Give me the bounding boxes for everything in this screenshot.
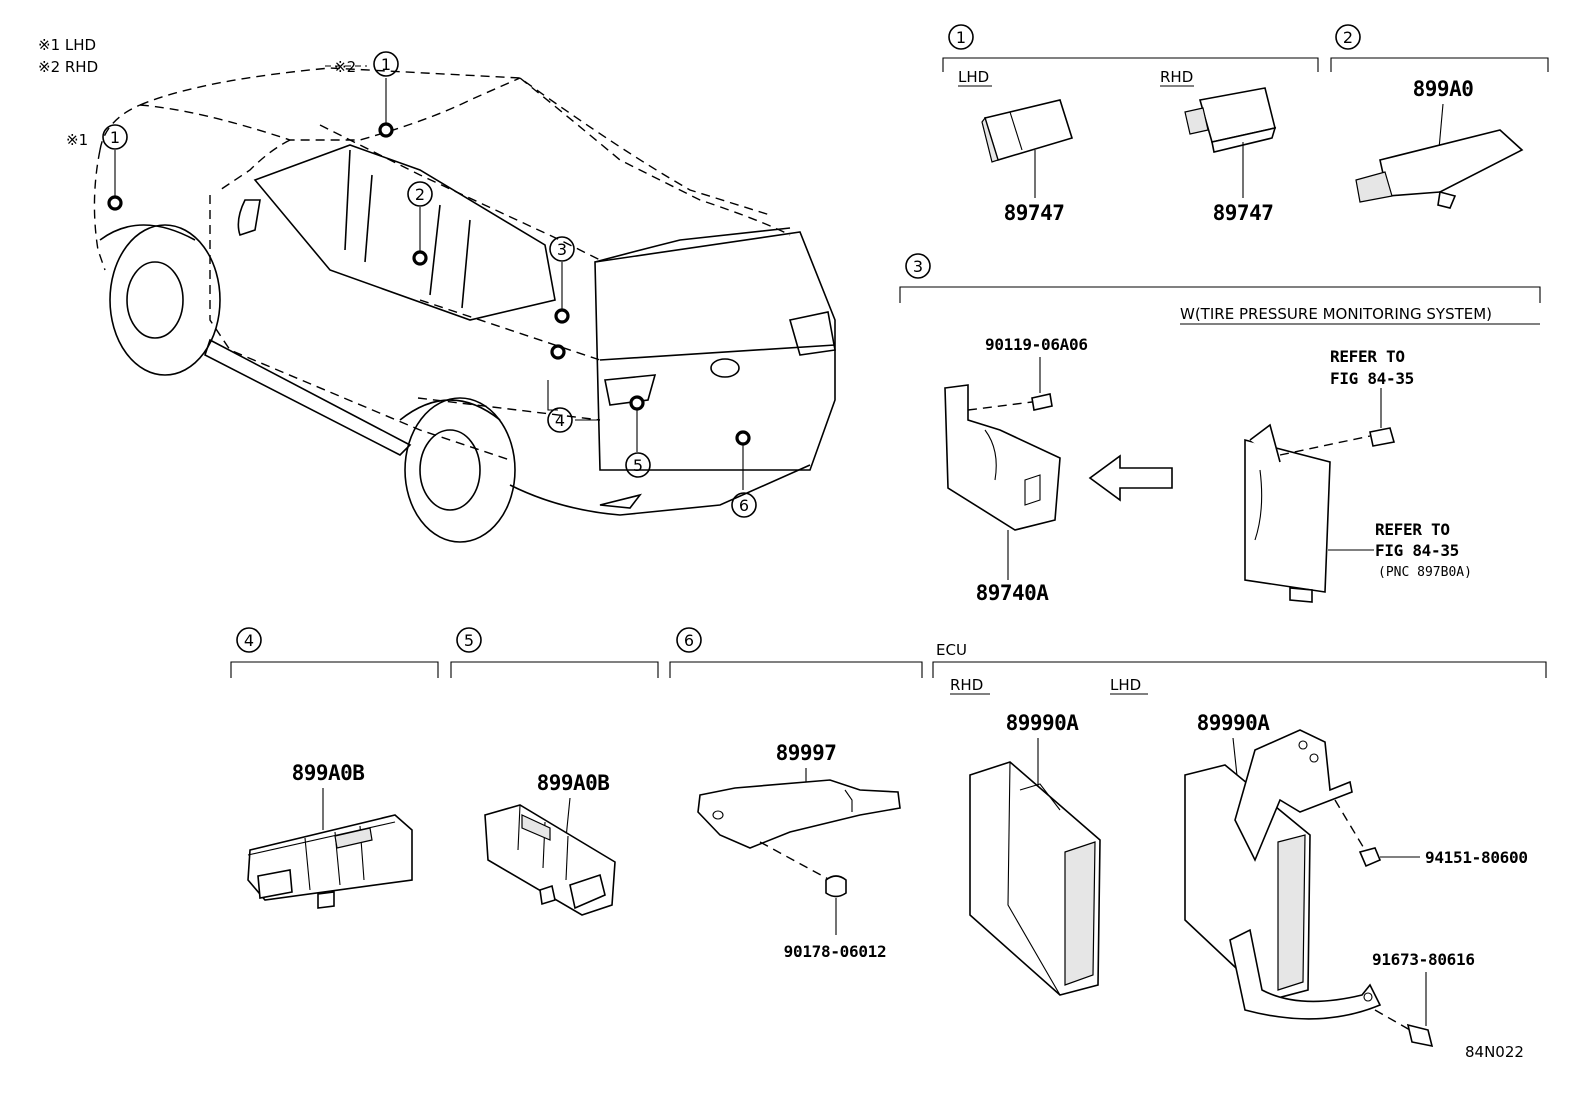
group-6: 6 89997 90178-06012 xyxy=(669,627,923,961)
bracket-89740A xyxy=(944,384,1061,531)
ecu-upper-bracket xyxy=(1234,729,1353,862)
callout-circle-rhd-1 xyxy=(373,51,399,77)
callout-dot-2 xyxy=(412,250,428,266)
callout-dot-rhd-1 xyxy=(378,122,394,138)
callout-dot-6 xyxy=(735,430,751,446)
ecu-lower-bracket xyxy=(1229,928,1382,1020)
part-94151-80600: 94151-80600 xyxy=(1425,848,1528,867)
part-91673-80616: 91673-80616 xyxy=(1372,950,1475,969)
part-89740A: 89740A xyxy=(976,581,1050,605)
group-1: 1 LHD RHD 89747 89747 xyxy=(942,24,1319,225)
part-90178-06012: 90178-06012 xyxy=(784,942,887,961)
figure-code: 84N022 xyxy=(1465,1043,1524,1061)
callout-mark-1: ※1 xyxy=(66,131,88,149)
svg-text:3: 3 xyxy=(557,240,567,259)
refer-fig-label-1: FIG 84-35 xyxy=(1330,369,1414,388)
ecu-title: ECU xyxy=(936,641,967,659)
callout-dot-5 xyxy=(629,395,645,411)
group-1-rhd-label: RHD xyxy=(1160,68,1193,86)
refer-to-label-1: REFER TO xyxy=(1330,347,1405,366)
group-2: 2 899A0 xyxy=(1330,24,1549,209)
callout-circle-4 xyxy=(547,407,573,433)
antenna-89997 xyxy=(697,779,901,849)
part-89747-rhd: 89747 xyxy=(1213,201,1274,225)
group-ecu: ECU RHD LHD 89990A 89990A 94151-80600 xyxy=(932,641,1547,1048)
svg-text:6: 6 xyxy=(739,496,749,515)
group-5-number: 5 xyxy=(464,631,474,650)
callout-dot-lhd-1 xyxy=(107,195,123,211)
group-5: 5 899A0B xyxy=(450,627,659,916)
part-89747-lhd: 89747 xyxy=(1004,201,1065,225)
module-899A0 xyxy=(1379,129,1524,197)
callout-mark-2: ※2 xyxy=(334,58,356,76)
part-89990A-lhd: 89990A xyxy=(1197,711,1271,735)
refer-pnc-label: (PNC 897B0A) xyxy=(1378,565,1472,580)
clip-90178-06012 xyxy=(825,875,847,898)
group-3-option-label: W(TIRE PRESSURE MONITORING SYSTEM) xyxy=(1180,305,1492,323)
part-899A0B-5: 899A0B xyxy=(537,771,610,795)
group-1-number: 1 xyxy=(956,28,966,47)
svg-text:1: 1 xyxy=(110,128,120,147)
part-90119-06A06: 90119-06A06 xyxy=(985,335,1088,354)
group-6-number: 6 xyxy=(684,631,694,650)
legend-note-lhd: ※1 LHD xyxy=(38,36,96,54)
svg-text:5: 5 xyxy=(633,456,643,475)
vehicle-illustration xyxy=(93,67,836,543)
refer-fig-label-2: FIG 84-35 xyxy=(1375,541,1459,560)
group-1-lhd-label: LHD xyxy=(958,68,989,86)
nut-94151-80600 xyxy=(1358,847,1382,868)
group-3-number: 3 xyxy=(913,257,923,276)
callout-circle-6 xyxy=(731,492,757,518)
assembly-arrow xyxy=(1088,454,1173,502)
vehicle-callouts: 1 ※1 1 ※2 2 3 4 5 6 xyxy=(66,51,757,518)
part-89990A-rhd: 89990A xyxy=(1006,711,1080,735)
svg-text:1: 1 xyxy=(381,55,391,74)
group-4: 4 899A0B xyxy=(230,627,439,909)
group-3: 3 W(TIRE PRESSURE MONITORING SYSTEM) 901… xyxy=(899,253,1541,605)
bolt-90119-06A06 xyxy=(1031,393,1053,411)
refer-to-label-2: REFER TO xyxy=(1375,520,1450,539)
callout-dot-4 xyxy=(550,344,566,360)
callout-circle-5 xyxy=(625,452,651,478)
part-899A0B-4: 899A0B xyxy=(292,761,365,785)
ecu-rhd-label: RHD xyxy=(950,676,983,694)
callout-circle-lhd-1 xyxy=(102,124,128,150)
part-899A0: 899A0 xyxy=(1413,77,1474,101)
module-89747-lhd xyxy=(983,99,1074,161)
svg-text:4: 4 xyxy=(555,411,565,430)
ecu-lhd-label: LHD xyxy=(1110,676,1141,694)
tpms-bolt xyxy=(1369,427,1396,447)
callout-dot-3 xyxy=(554,308,570,324)
tpms-receiver xyxy=(1244,438,1331,593)
legend-note-rhd: ※2 RHD xyxy=(38,58,98,76)
callout-circle-2 xyxy=(407,181,433,207)
group-2-number: 2 xyxy=(1343,28,1353,47)
group-4-number: 4 xyxy=(244,631,254,650)
callout-circle-3 xyxy=(549,236,575,262)
svg-text:2: 2 xyxy=(415,185,425,204)
bolt-91673-80616 xyxy=(1406,1023,1434,1048)
part-89997: 89997 xyxy=(776,741,837,765)
